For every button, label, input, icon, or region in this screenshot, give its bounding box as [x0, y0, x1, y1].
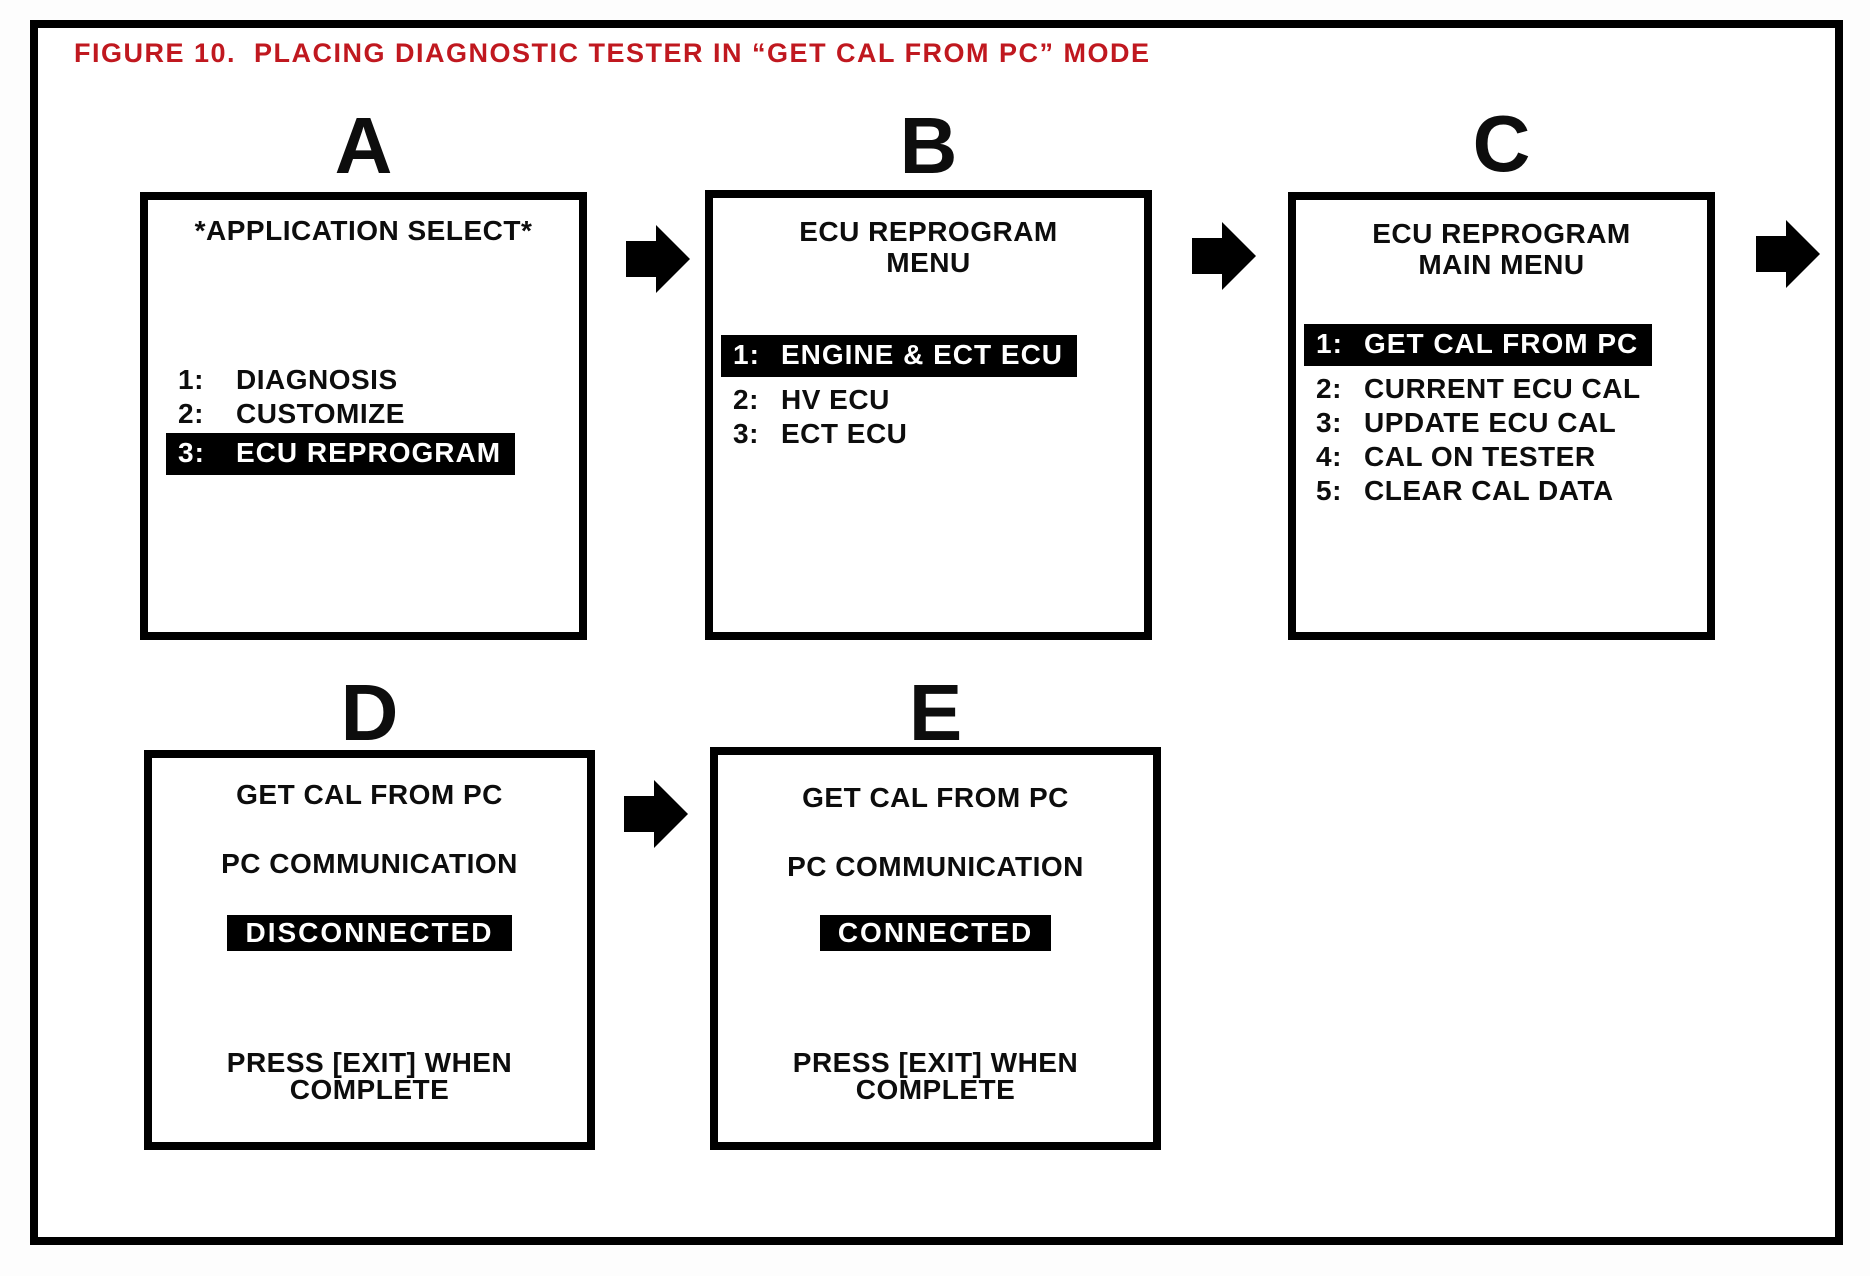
menu-item-number: 4: — [1316, 441, 1342, 472]
screen-e-footer: PRESS [EXIT] WHEN COMPLETE — [718, 1047, 1153, 1105]
menu-item-label: ECU REPROGRAM — [236, 437, 502, 468]
figure-title: FIGURE 10. PLACING DIAGNOSTIC TESTER IN … — [74, 38, 1151, 68]
screen-e-pc-communication-connected: GET CAL FROM PC PC COMMUNICATION CONNECT… — [710, 747, 1161, 1150]
menu-item-label: CURRENT ECU CAL — [1364, 373, 1641, 404]
flow-arrow-right-icon — [624, 780, 688, 848]
menu-item-highlighted: 3: ECU REPROGRAM — [166, 433, 516, 475]
flow-arrow-right-icon — [626, 225, 690, 293]
menu-item: 2: CUSTOMIZE — [178, 397, 515, 431]
screen-c-header: ECU REPROGRAM MAIN MENU — [1296, 218, 1707, 280]
menu-item: 3: UPDATE ECU CAL — [1316, 406, 1652, 440]
menu-item-label: HV ECU — [781, 384, 890, 415]
menu-item-number: 2: — [1316, 373, 1342, 404]
screen-b-menu: 1: ENGINE & ECT ECU 2: HV ECU 3: ECT ECU — [721, 333, 1078, 451]
menu-item-label: GET CAL FROM PC — [1364, 328, 1639, 359]
menu-item-number: 1: — [733, 339, 760, 370]
menu-item: 4: CAL ON TESTER — [1316, 440, 1652, 474]
screen-d-status-row: DISCONNECTED — [152, 915, 587, 951]
panel-label-e: E — [908, 668, 963, 757]
screen-e-footer-line2: COMPLETE — [855, 1074, 1016, 1105]
flow-arrow-right-icon — [1192, 222, 1256, 290]
panel-label-a: A — [334, 101, 393, 190]
menu-item-label: CAL ON TESTER — [1364, 441, 1596, 472]
panel-label-c: C — [1472, 99, 1531, 188]
menu-item-highlighted: 1: GET CAL FROM PC — [1304, 324, 1653, 366]
screen-b-header-line2: MENU — [886, 247, 971, 278]
menu-item-number: 3: — [1316, 407, 1342, 438]
panel-label-b: B — [899, 101, 958, 190]
screen-b-header-line1: ECU REPROGRAM — [799, 216, 1058, 247]
menu-item-number: 1: — [178, 364, 204, 395]
screen-b-header: ECU REPROGRAM MENU — [713, 216, 1144, 278]
menu-item-label: UPDATE ECU CAL — [1364, 407, 1617, 438]
screen-c-ecu-reprogram-main-menu: ECU REPROGRAM MAIN MENU 1: GET CAL FROM P… — [1288, 192, 1715, 640]
menu-item-label: CUSTOMIZE — [236, 398, 405, 429]
menu-item-label: ENGINE & ECT ECU — [781, 339, 1064, 370]
screen-e-title: GET CAL FROM PC — [802, 782, 1069, 813]
menu-item: 3: ECT ECU — [733, 417, 1077, 451]
screen-d-footer-line1: PRESS [EXIT] WHEN — [226, 1047, 513, 1078]
menu-item-highlighted: 1: ENGINE & ECT ECU — [721, 335, 1078, 377]
menu-item-number: 2: — [178, 398, 204, 429]
status-badge: DISCONNECTED — [227, 915, 512, 951]
screen-b-ecu-reprogram-menu: ECU REPROGRAM MENU 1: ENGINE & ECT ECU 2:… — [705, 190, 1152, 640]
screen-a-application-select: *APPLICATION SELECT* 1: DIAGNOSIS 2: CUSTO… — [140, 192, 587, 640]
status-badge: CONNECTED — [819, 915, 1052, 951]
screen-d-footer-line2: COMPLETE — [289, 1074, 450, 1105]
menu-item: 5: CLEAR CAL DATA — [1316, 474, 1652, 508]
flow-arrow-right-icon — [1756, 220, 1820, 288]
screen-e-status-row: CONNECTED — [718, 915, 1153, 951]
figure-frame: FIGURE 10. PLACING DIAGNOSTIC TESTER IN … — [30, 20, 1843, 1245]
screen-d-footer: PRESS [EXIT] WHEN COMPLETE — [152, 1047, 587, 1105]
screen-e-footer-line1: PRESS [EXIT] WHEN — [792, 1047, 1079, 1078]
menu-item: 1: DIAGNOSIS — [178, 363, 515, 397]
screen-c-header-line1: ECU REPROGRAM — [1372, 218, 1631, 249]
screen-d-title: GET CAL FROM PC — [236, 779, 503, 810]
screen-a-header: *APPLICATION SELECT* — [194, 215, 533, 246]
menu-item-number: 2: — [733, 384, 759, 415]
menu-item-label: ECT ECU — [781, 418, 908, 449]
menu-item-number: 5: — [1316, 475, 1342, 506]
screen-c-menu: 1: GET CAL FROM PC 2: CURRENT ECU CAL 3: UP… — [1304, 322, 1653, 508]
menu-item-number: 3: — [733, 418, 759, 449]
screen-c-header-line2: MAIN MENU — [1418, 249, 1585, 280]
menu-item: 2: CURRENT ECU CAL — [1316, 372, 1652, 406]
menu-item-number: 3: — [178, 437, 205, 468]
menu-item: 2: HV ECU — [733, 383, 1077, 417]
screen-d-subtitle: PC COMMUNICATION — [221, 848, 518, 879]
panel-label-d: D — [340, 668, 399, 757]
screen-d-pc-communication-disconnected: GET CAL FROM PC PC COMMUNICATION DISCONN… — [144, 750, 595, 1150]
screen-a-menu: 1: DIAGNOSIS 2: CUSTOMIZE 3: ECU REPROGRAM — [166, 363, 516, 481]
screen-e-subtitle: PC COMMUNICATION — [787, 851, 1084, 882]
menu-item-number: 1: — [1316, 328, 1343, 359]
menu-item-label: DIAGNOSIS — [236, 364, 398, 395]
menu-item-label: CLEAR CAL DATA — [1364, 475, 1614, 506]
